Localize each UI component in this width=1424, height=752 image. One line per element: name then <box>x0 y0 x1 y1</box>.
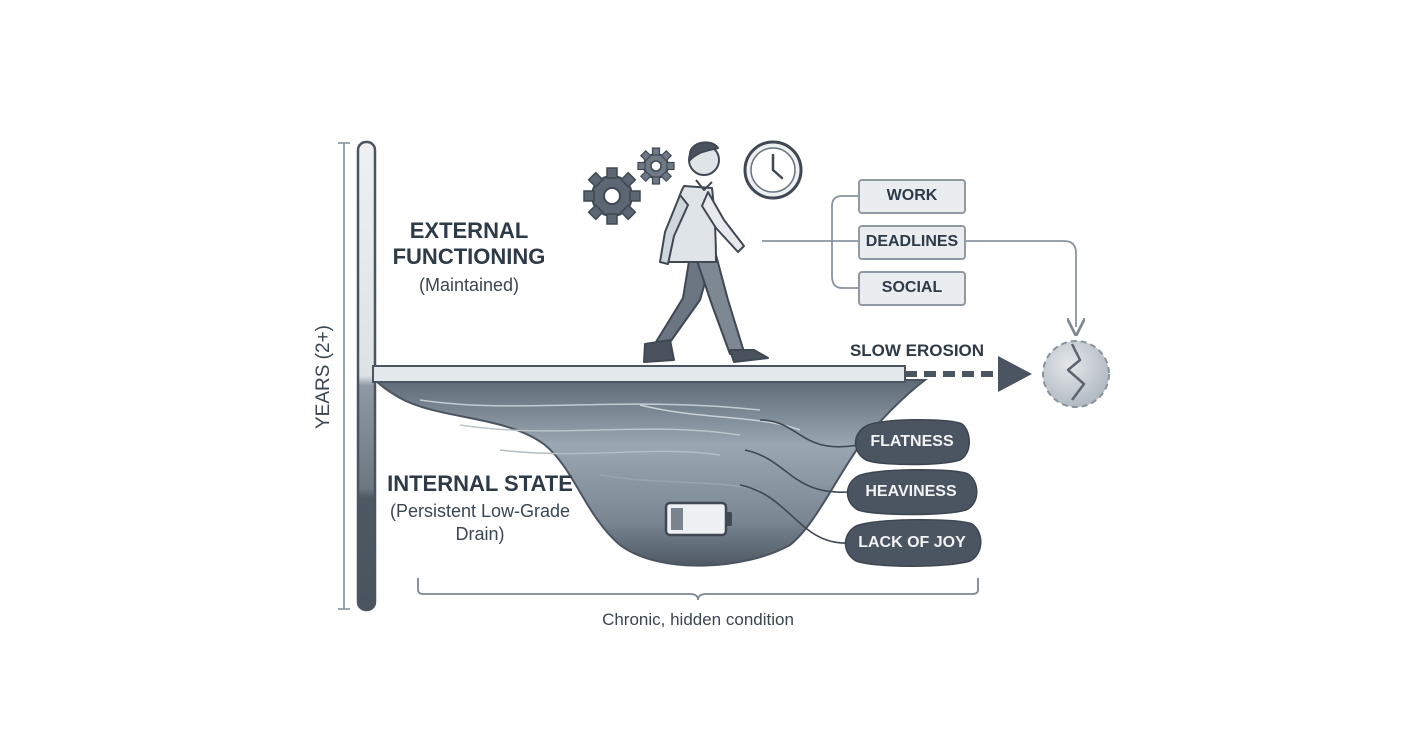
bottom-brace <box>417 578 979 601</box>
gear-icon <box>637 147 675 185</box>
cracked-sphere-icon <box>1042 340 1110 408</box>
years-axis <box>338 140 377 612</box>
internal-title: INTERNAL STATE <box>387 471 573 496</box>
years-axis-label: YEARS (2+) <box>313 325 334 430</box>
gear-icon <box>583 167 641 225</box>
low-battery-icon <box>664 501 732 537</box>
walking-person-icon <box>643 141 769 363</box>
external-title-line1: EXTERNAL <box>409 218 529 243</box>
erosion-arrow <box>905 356 1032 392</box>
pressure-boxes <box>858 179 966 306</box>
external-title-line2: FUNCTIONING <box>392 244 546 269</box>
symptom-flatness: FLATNESS <box>870 433 954 450</box>
pressure-bracket <box>762 195 1076 327</box>
pressure-deadlines-label: DEADLINES <box>865 233 959 250</box>
symptom-pills <box>844 419 982 567</box>
pressure-work-label: WORK <box>886 187 938 204</box>
internal-subtitle-line1: (Persistent Low-Grade <box>389 501 571 521</box>
symptom-connectors <box>739 419 859 544</box>
pressure-social-label: SOCIAL <box>881 279 943 296</box>
internal-subtitle-line2: Drain) <box>455 524 505 544</box>
external-subtitle: (Maintained) <box>418 275 520 295</box>
chronic-caption: Chronic, hidden condition <box>602 610 794 629</box>
clock-icon <box>743 140 803 200</box>
symptom-heaviness: HEAVINESS <box>865 483 957 500</box>
symptom-lack-of-joy: LACK OF JOY <box>858 534 966 551</box>
slow-erosion-label: SLOW EROSION <box>849 341 985 360</box>
ground-bar <box>372 365 906 383</box>
